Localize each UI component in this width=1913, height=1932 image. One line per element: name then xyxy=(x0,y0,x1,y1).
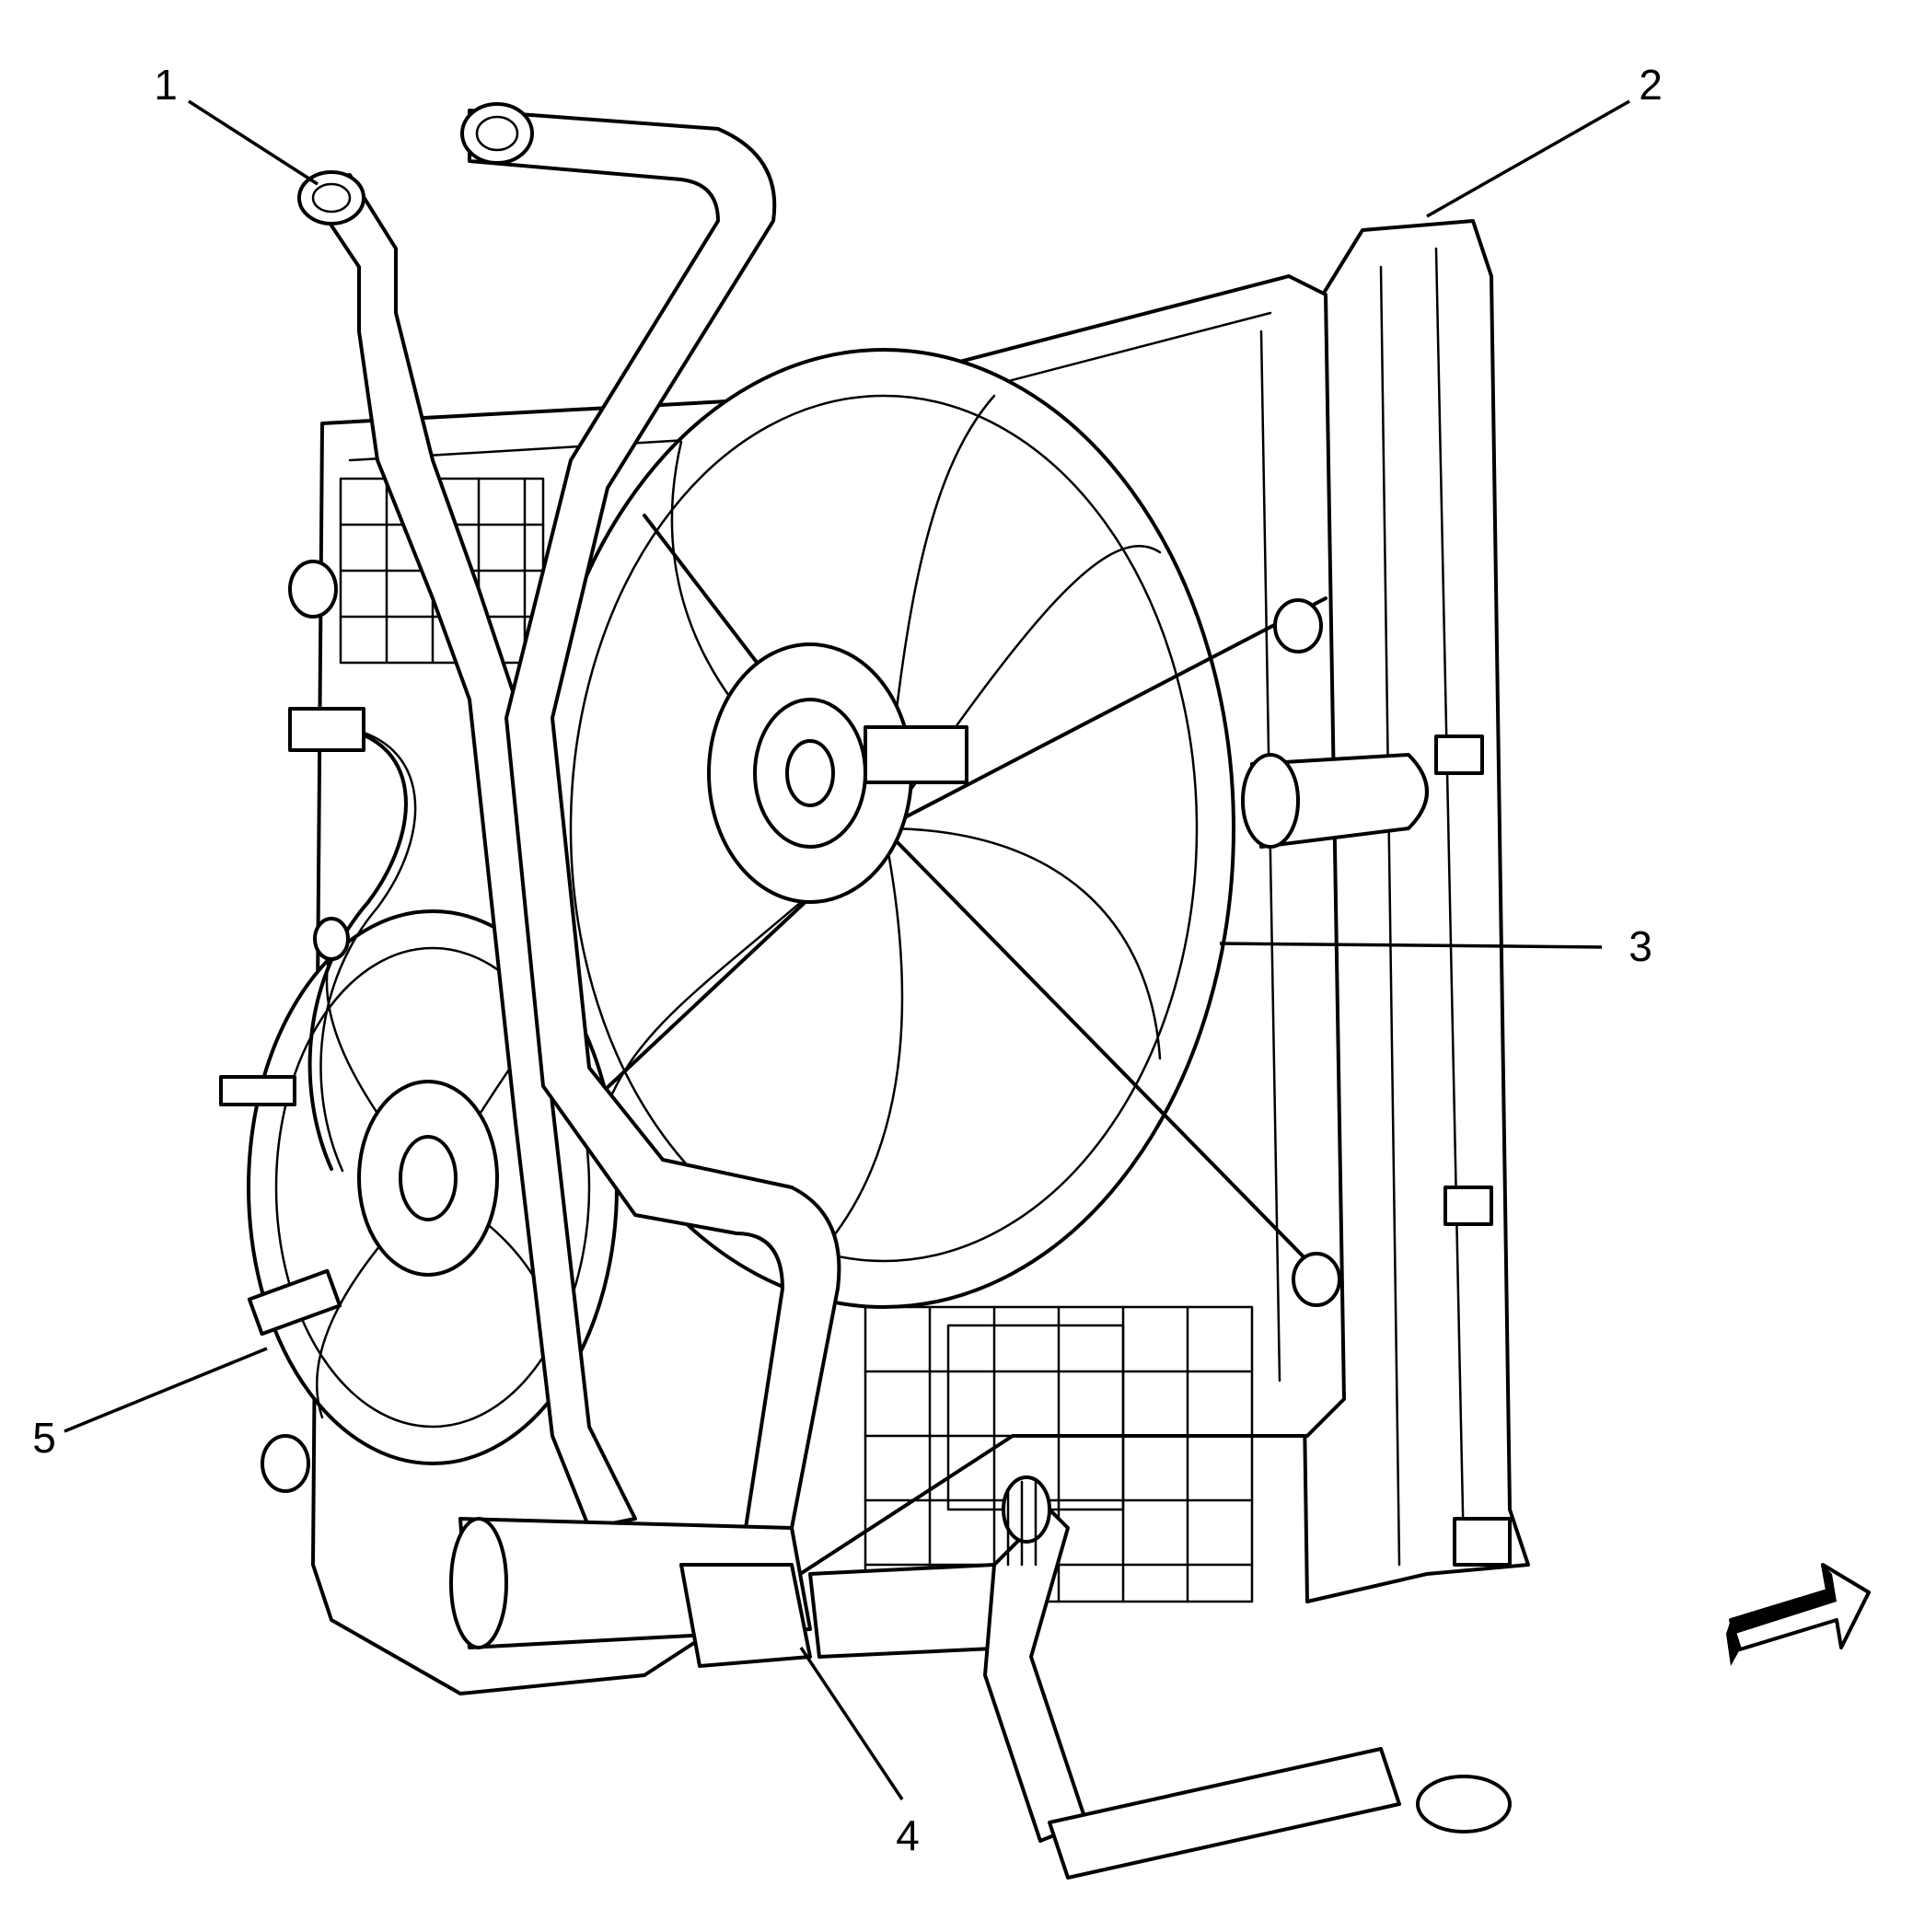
lower-grille xyxy=(864,1305,1254,1603)
leader-3 xyxy=(1219,942,1603,949)
leader-lines xyxy=(64,99,1630,1800)
radiator-core xyxy=(1287,219,1530,1603)
callout-5: 5 xyxy=(32,1414,56,1462)
leader-5 xyxy=(64,1347,268,1433)
inlet-coolant-hose xyxy=(460,102,841,1530)
callout-1: 1 xyxy=(154,61,178,109)
leader-1 xyxy=(188,99,319,186)
callout-4: 4 xyxy=(896,1811,920,1859)
callout-labels: 1 2 3 4 5 xyxy=(32,61,1663,1859)
fittings xyxy=(219,560,1341,1493)
callout-2: 2 xyxy=(1639,61,1663,109)
lower-coolant-pipe xyxy=(449,1475,1512,1880)
leader-4 xyxy=(799,1647,904,1800)
front-direction-arrow-icon xyxy=(1726,1563,1871,1666)
callout-3: 3 xyxy=(1629,922,1652,970)
leader-2 xyxy=(1426,99,1630,218)
wiring-harness xyxy=(288,707,417,1173)
upper-coolant-hose xyxy=(297,170,637,1530)
large-cooling-fan xyxy=(532,348,1429,1309)
